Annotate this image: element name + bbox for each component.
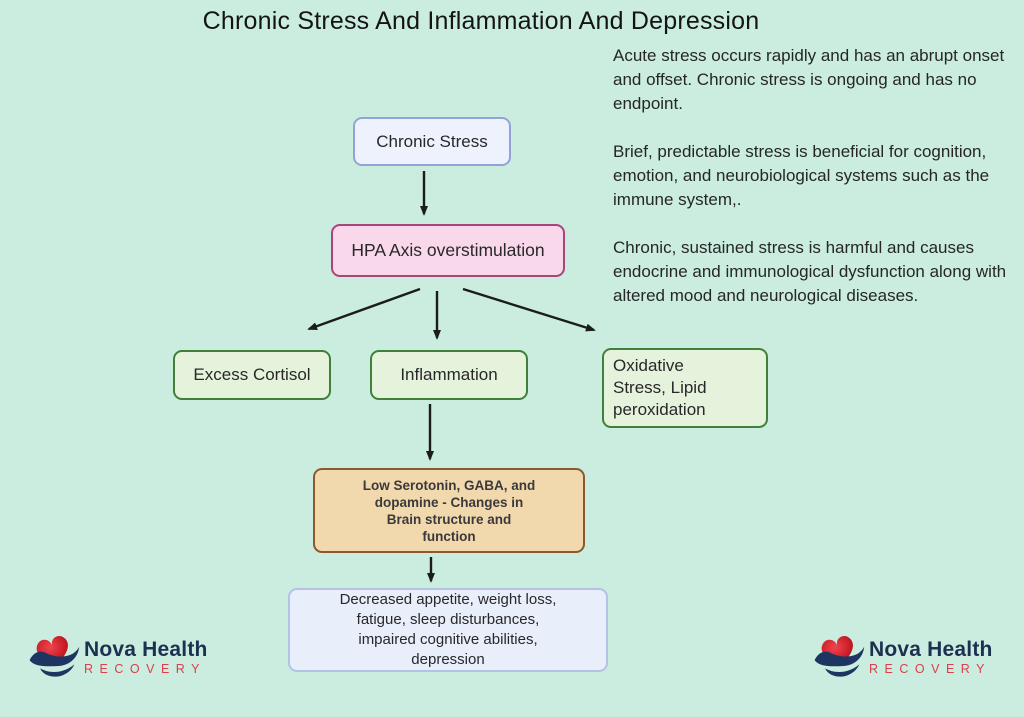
node-low-neurotransmitters: Low Serotonin, GABA, and dopamine - Chan… xyxy=(313,468,585,553)
node-excess-cortisol: Excess Cortisol xyxy=(173,350,331,400)
node-oxidative-stress: Oxidative Stress, Lipid peroxidation xyxy=(602,348,768,428)
node-depression-symptoms: Decreased appetite, weight loss, fatigue… xyxy=(288,588,608,672)
logo-brand-name: Nova Health xyxy=(84,637,208,661)
arrow-hpa-to-cortisol xyxy=(307,287,421,331)
logo-tagline: RECOVERY xyxy=(869,661,991,676)
arrow-hpa-to-oxidative xyxy=(462,287,596,332)
info-panel: Acute stress occurs rapidly and has an a… xyxy=(613,44,1017,332)
logo-brand-name: Nova Health xyxy=(869,637,993,661)
logo-text: Nova Health RECOVERY xyxy=(84,639,208,676)
page-title: Chronic Stress And Inflammation And Depr… xyxy=(202,7,760,35)
logo-text: Nova Health RECOVERY xyxy=(869,639,993,676)
node-inflammation: Inflammation xyxy=(370,350,528,400)
logo-tagline: RECOVERY xyxy=(84,661,206,676)
info-paragraph-acute-vs-chronic: Acute stress occurs rapidly and has an a… xyxy=(613,46,1005,113)
info-paragraph-brief-stress: Brief, predictable stress is beneficial … xyxy=(613,142,990,209)
info-paragraph-chronic-harm: Chronic, sustained stress is harmful and… xyxy=(613,238,1007,305)
heart-in-hand-icon xyxy=(814,636,865,677)
nova-health-logo-left: Nova Health RECOVERY xyxy=(28,630,208,684)
node-hpa-axis-overstimulation: HPA Axis overstimulation xyxy=(331,224,565,277)
node-chronic-stress: Chronic Stress xyxy=(353,117,511,166)
nova-health-logo-right: Nova Health RECOVERY xyxy=(813,630,993,684)
heart-in-hand-icon xyxy=(29,636,80,677)
